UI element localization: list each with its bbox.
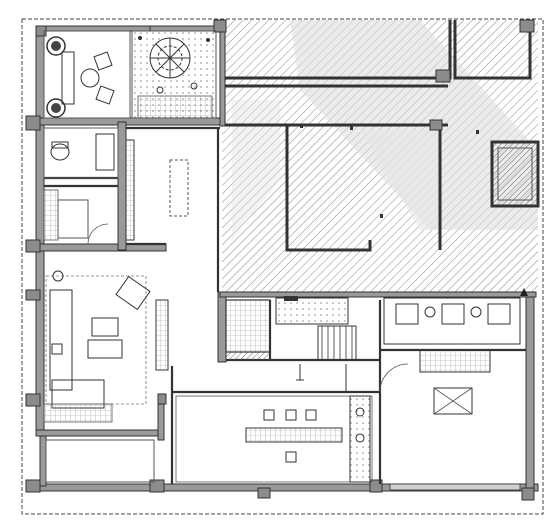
desk-chairs [395,303,419,325]
site-boundary [21,18,544,515]
bar-stools [263,409,275,421]
details [300,124,479,218]
living-room [43,270,169,423]
dining-table [87,339,123,359]
courtyard-garden [131,30,217,119]
bar-stools [285,451,297,463]
pillars [25,19,535,501]
lower-left-storage [45,439,155,483]
plant-pot [46,98,66,118]
stair-well [225,296,357,361]
counter [169,159,189,217]
sink [95,133,115,171]
coffee-table [91,317,119,337]
dining-table [245,427,343,443]
bar-stools [305,409,317,421]
lift-box [490,140,540,208]
void-inner-walls [220,20,532,252]
armchair [115,275,151,311]
sofa [49,289,73,391]
right-workspace [383,288,528,491]
desk-chairs [487,303,511,325]
square-chair-right [93,51,113,71]
dining-room [175,395,373,483]
bathroom [43,127,119,245]
tv-wall [155,299,169,371]
round-chair-left [80,68,100,88]
upper-left-lounge-terrace [43,30,131,119]
desk-chairs [441,303,465,325]
sofa [61,51,75,105]
kitchen-corridor [125,139,189,241]
entry-hall [296,363,409,393]
plant-pot [46,36,66,56]
toilet [50,143,70,161]
reading-chair [433,387,473,415]
tree [149,37,191,79]
square-chair-right [95,85,115,105]
bar-stools [285,409,297,421]
